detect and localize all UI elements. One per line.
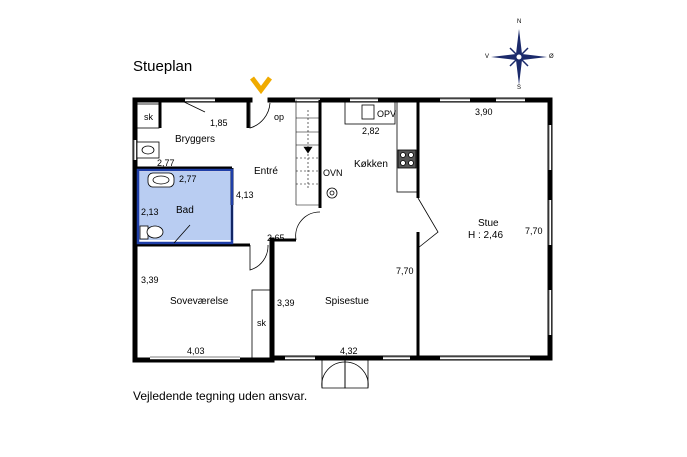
- window-lines: [133, 98, 552, 360]
- dim-bryggers-width: 1,85: [210, 118, 228, 128]
- label-sk-top: sk: [144, 112, 153, 122]
- kitchen-counter: [326, 101, 418, 199]
- room-sovevaerelse: Soveværelse: [170, 296, 229, 307]
- staircase: [295, 100, 320, 206]
- dim-entre-height: 4,13: [236, 190, 254, 200]
- label-sk-bottom: sk: [257, 318, 266, 328]
- bathroom-fixtures: [136, 141, 175, 240]
- dim-entre-width: 2,65: [267, 233, 285, 243]
- dim-entre-top: 2,77: [157, 158, 175, 168]
- dim-sov-width: 4,03: [187, 346, 205, 356]
- room-spisestue: Spisestue: [325, 296, 369, 307]
- room-stue: Stue: [478, 218, 499, 229]
- page-title: Stueplan: [133, 58, 193, 75]
- closets: [136, 103, 273, 359]
- dim-spis-height: 3,39: [277, 298, 295, 308]
- dim-spis-width: 4,32: [340, 346, 358, 356]
- dim-stue-height-left: 7,70: [396, 266, 414, 276]
- room-stue-height: H : 2,46: [468, 230, 504, 241]
- room-koekken: Køkken: [354, 159, 388, 170]
- room-bad: Bad: [176, 205, 194, 216]
- disclaimer-text: Vejledende tegning uden ansvar.: [133, 389, 308, 403]
- label-ovn: OVN: [323, 168, 343, 178]
- compass-south-label: S: [517, 85, 522, 91]
- room-bryggers: Bryggers: [175, 134, 216, 145]
- dim-sov-height: 3,39: [141, 275, 159, 285]
- compass-north-label: N: [517, 19, 522, 25]
- compass-east-label: Ø: [549, 54, 554, 60]
- compass-rose-icon: [491, 29, 547, 85]
- windows: [133, 98, 552, 360]
- dim-bad-width: 2,77: [179, 174, 197, 184]
- compass-west-label: V: [485, 54, 490, 60]
- label-opv: OPV: [377, 109, 397, 119]
- dim-stue-width: 3,90: [475, 107, 493, 117]
- dim-stue-height-right: 7,70: [525, 226, 543, 236]
- entrance-arrow-icon: [250, 76, 272, 95]
- label-op: op: [274, 112, 285, 122]
- doors: [173, 99, 439, 389]
- dim-bad-height: 2,13: [141, 207, 159, 217]
- room-entre: Entré: [254, 166, 278, 177]
- dim-koekken-width: 2,82: [362, 126, 380, 136]
